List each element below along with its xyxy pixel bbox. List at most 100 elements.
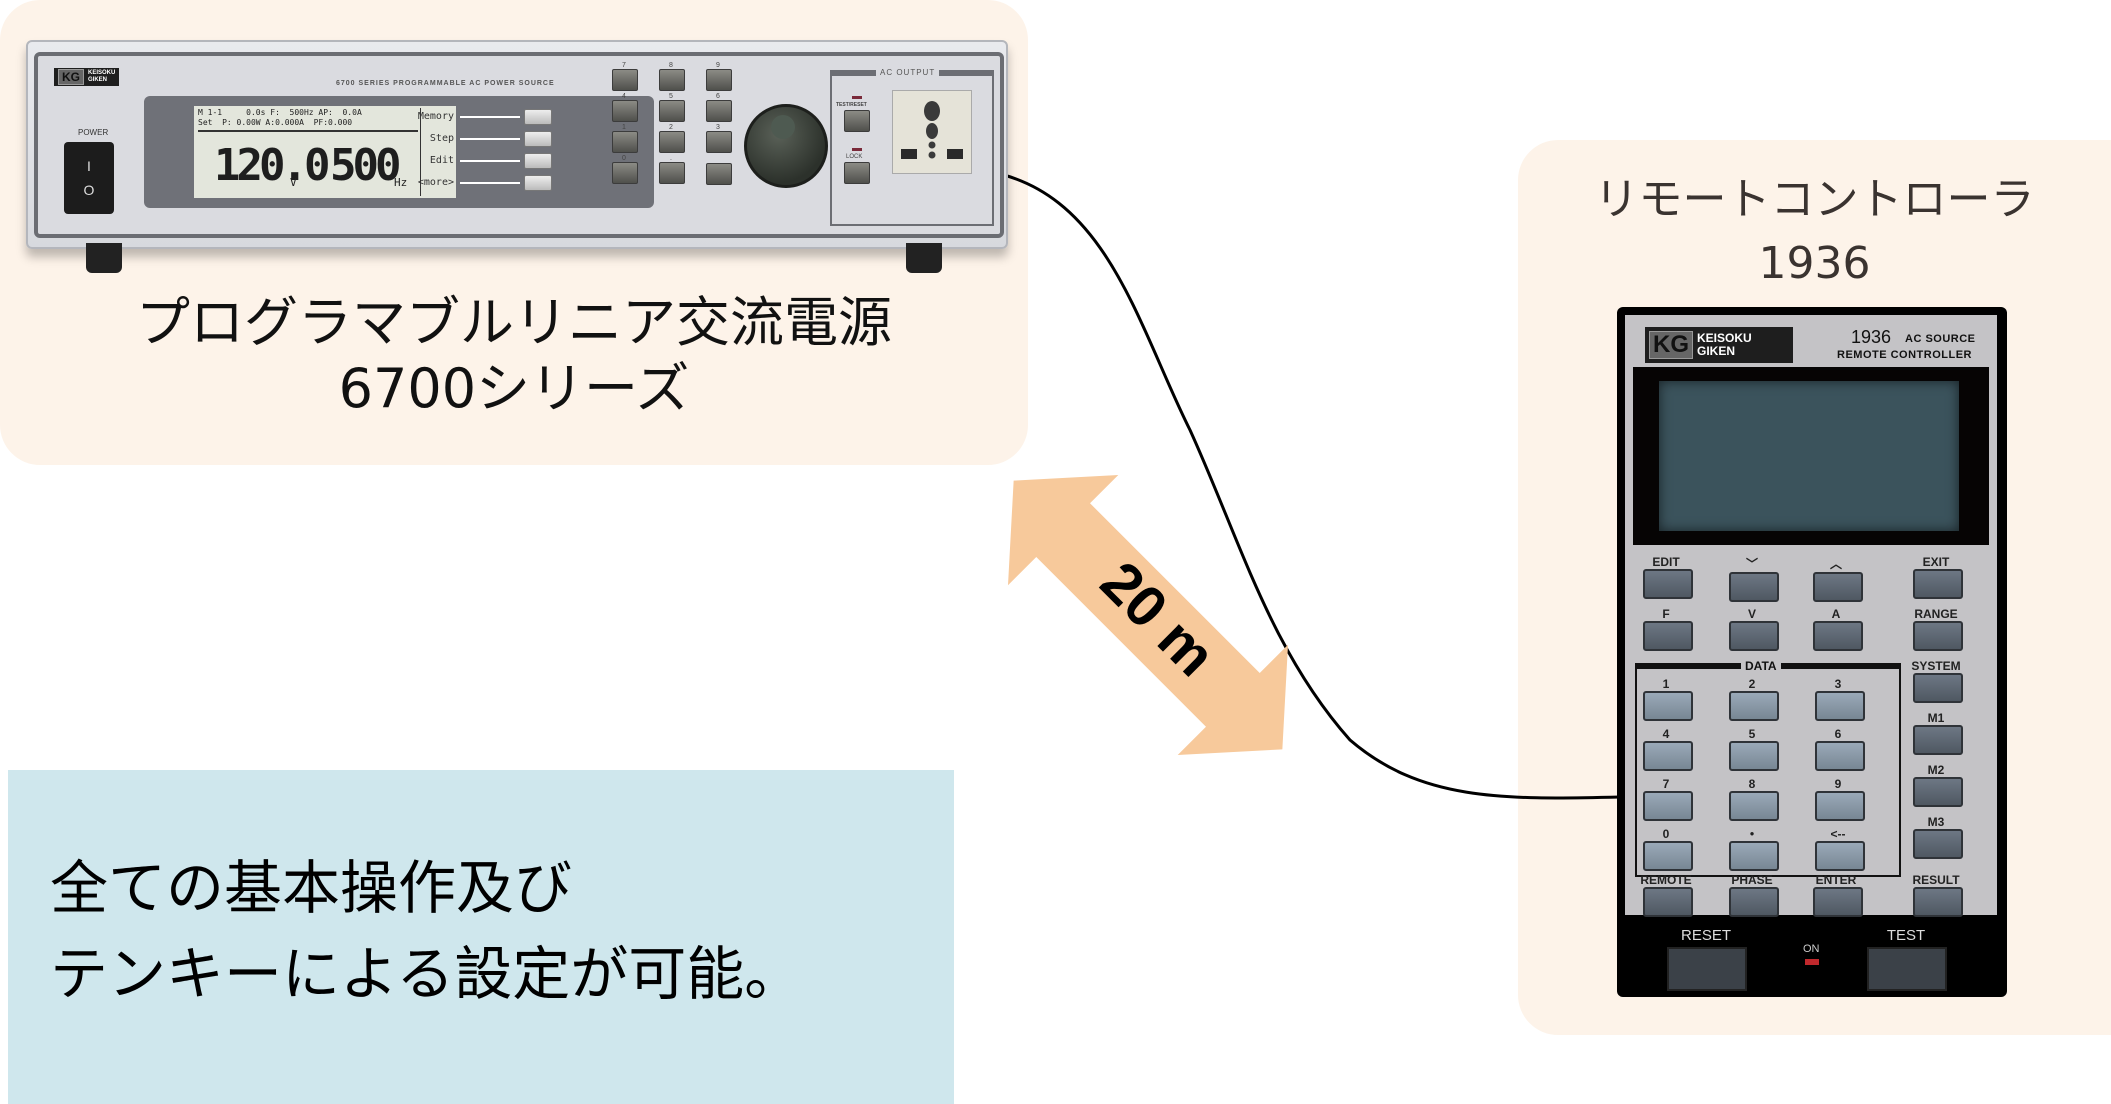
remote-num-key-4[interactable]: 4: [1631, 727, 1717, 771]
remote-key-cap[interactable]: [1913, 673, 1963, 703]
test-reset-button[interactable]: [844, 110, 870, 132]
remote-key-a[interactable]: A: [1801, 607, 1871, 651]
remote-key-remote[interactable]: REMOTE: [1631, 873, 1701, 917]
remote-key-cap[interactable]: [1815, 691, 1865, 721]
remote-num-key-1[interactable]: 1: [1631, 677, 1717, 721]
remote-key-cap[interactable]: [1643, 569, 1693, 599]
remote-key-f[interactable]: F: [1631, 607, 1701, 651]
softkey-more-button[interactable]: [524, 175, 552, 191]
keypad-key-1[interactable]: 1: [612, 124, 659, 153]
remote-key-cap[interactable]: [1815, 741, 1865, 771]
remote-key-exit[interactable]: EXIT: [1901, 555, 1971, 599]
keypad-key-2[interactable]: 2: [659, 124, 706, 153]
remote-num-key-9[interactable]: 9: [1803, 777, 1889, 821]
reset-label: RESET: [1680, 927, 1731, 944]
knob-dimple: [771, 115, 795, 139]
remote-key-up[interactable]: ︿: [1801, 555, 1871, 602]
key-cap[interactable]: [659, 69, 685, 91]
remote-key-label: EXIT: [1922, 555, 1950, 569]
key-cap[interactable]: [706, 163, 732, 185]
remote-key-result[interactable]: RESULT: [1901, 873, 1971, 917]
keypad-key-4[interactable]: 4: [612, 93, 659, 122]
softkey-step-button[interactable]: [524, 131, 552, 147]
key-label: 8: [669, 62, 673, 69]
remote-key-cap[interactable]: [1643, 841, 1693, 871]
remote-key-m3[interactable]: M3: [1901, 815, 1971, 859]
remote-num-key-8[interactable]: 8: [1717, 777, 1803, 821]
remote-num-key-0[interactable]: 0: [1631, 827, 1717, 871]
remote-key-cap[interactable]: [1913, 621, 1963, 651]
keypad-key-dot[interactable]: .: [659, 155, 706, 185]
remote-key-cap[interactable]: [1815, 841, 1865, 871]
key-cap[interactable]: [612, 131, 638, 153]
remote-key-cap[interactable]: [1643, 741, 1693, 771]
remote-lcd-screen: [1659, 381, 1959, 531]
remote-key-cap[interactable]: [1729, 572, 1779, 602]
key-cap[interactable]: [659, 131, 685, 153]
remote-num-key-2[interactable]: 2: [1717, 677, 1803, 721]
remote-key-cap[interactable]: [1729, 621, 1779, 651]
key-cap[interactable]: [659, 100, 685, 122]
power-source-caption-line1: プログラマブルリニア交流電源: [136, 291, 892, 354]
remote-key-cap[interactable]: [1729, 791, 1779, 821]
remote-brand-line2: GIKEN: [1697, 344, 1736, 358]
remote-key-cap[interactable]: [1815, 791, 1865, 821]
rotary-knob[interactable]: [744, 104, 828, 188]
key-cap[interactable]: [706, 69, 732, 91]
remote-num-key-3[interactable]: 3: [1803, 677, 1889, 721]
keypad-key-9[interactable]: 9: [706, 62, 753, 91]
remote-key-enter[interactable]: ENTER: [1801, 873, 1871, 917]
remote-key-cap[interactable]: [1913, 777, 1963, 807]
remote-key-cap[interactable]: [1729, 887, 1779, 917]
remote-key-v[interactable]: V: [1717, 607, 1787, 651]
keypad-key-blank[interactable]: [706, 155, 753, 185]
keypad-key-3[interactable]: 3: [706, 124, 753, 153]
reset-button[interactable]: [1667, 947, 1747, 991]
softkey-edit-button[interactable]: [524, 153, 552, 169]
keypad-key-0[interactable]: 0: [612, 155, 659, 185]
remote-key-cap[interactable]: [1643, 791, 1693, 821]
remote-num-key-5[interactable]: 5: [1717, 727, 1803, 771]
softkey-memory-button[interactable]: [524, 109, 552, 125]
key-label: 6: [716, 93, 720, 100]
remote-key-cap[interactable]: [1913, 887, 1963, 917]
remote-num-key-backspace[interactable]: <--: [1803, 827, 1889, 871]
remote-key-phase[interactable]: PHASE: [1717, 873, 1787, 917]
remote-num-key-6[interactable]: 6: [1803, 727, 1889, 771]
keypad-key-7[interactable]: 7: [612, 62, 659, 91]
remote-key-cap[interactable]: [1813, 621, 1863, 651]
remote-key-cap[interactable]: [1813, 887, 1863, 917]
remote-key-cap[interactable]: [1729, 691, 1779, 721]
key-cap[interactable]: [612, 162, 638, 184]
remote-key-cap[interactable]: [1643, 691, 1693, 721]
key-cap[interactable]: [612, 69, 638, 91]
remote-key-cap[interactable]: [1643, 621, 1693, 651]
key-cap[interactable]: [612, 100, 638, 122]
remote-key-down[interactable]: ﹀: [1717, 555, 1787, 602]
key-cap[interactable]: [706, 100, 732, 122]
remote-key-range[interactable]: RANGE: [1901, 607, 1971, 651]
keypad-key-6[interactable]: 6: [706, 93, 753, 122]
power-switch[interactable]: I O: [64, 142, 114, 214]
key-cap[interactable]: [706, 131, 732, 153]
test-button[interactable]: [1867, 947, 1947, 991]
remote-key-cap[interactable]: [1729, 741, 1779, 771]
remote-key-cap[interactable]: [1913, 569, 1963, 599]
lock-button[interactable]: [844, 162, 870, 184]
remote-key-m1[interactable]: M1: [1901, 711, 1971, 755]
front-panel: KG KEISOKU GIKEN 6700 SERIES PROGRAMMABL…: [34, 52, 1004, 238]
remote-key-system[interactable]: SYSTEM: [1901, 659, 1971, 703]
remote-key-cap[interactable]: [1729, 841, 1779, 871]
remote-key-edit[interactable]: EDIT: [1631, 555, 1701, 599]
keypad-key-5[interactable]: 5: [659, 93, 706, 122]
brand-logo: KG KEISOKU GIKEN: [54, 68, 120, 86]
remote-key-cap[interactable]: [1913, 829, 1963, 859]
remote-key-cap[interactable]: [1913, 725, 1963, 755]
remote-key-cap[interactable]: [1643, 887, 1693, 917]
remote-key-m2[interactable]: M2: [1901, 763, 1971, 807]
remote-num-key-7[interactable]: 7: [1631, 777, 1717, 821]
keypad-key-8[interactable]: 8: [659, 62, 706, 91]
key-cap[interactable]: [659, 162, 685, 184]
remote-num-key-dot[interactable]: ●: [1717, 827, 1803, 871]
remote-key-cap[interactable]: [1813, 572, 1863, 602]
